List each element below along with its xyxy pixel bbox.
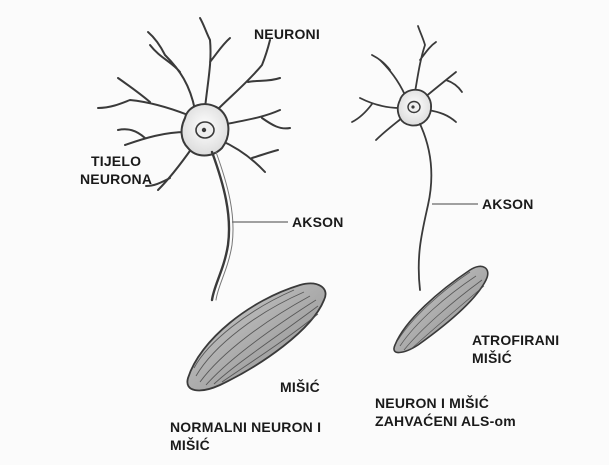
normal-caption-line2: MIŠIĆ	[170, 436, 321, 454]
normal-muscle	[187, 283, 325, 390]
atrophied-line2: MIŠIĆ	[472, 349, 559, 367]
atrophied-muscle-label: ATROFIRANI MIŠIĆ	[472, 331, 559, 367]
muscle-left-text: MIŠIĆ	[280, 378, 320, 396]
normal-neuron-axon	[212, 152, 229, 300]
axon-left-text: AKSON	[292, 213, 344, 231]
neuroni-label: NEURONI	[254, 25, 320, 43]
als-neuron-axon	[419, 124, 432, 290]
normal-caption-line1: NORMALNI NEURON I	[170, 418, 321, 436]
cell-body-line1: TIJELO	[80, 152, 152, 170]
als-neuron	[352, 26, 462, 290]
neuroni-text: NEURONI	[254, 25, 320, 43]
axon-right-text: AKSON	[482, 195, 534, 213]
als-caption-line2: ZAHVAĆENI ALS-om	[375, 412, 516, 430]
atrophied-line1: ATROFIRANI	[472, 331, 559, 349]
axon-label-right: AKSON	[482, 195, 534, 213]
als-caption: NEURON I MIŠIĆ ZAHVAĆENI ALS-om	[375, 394, 516, 430]
axon-label-left: AKSON	[292, 213, 344, 231]
als-caption-line1: NEURON I MIŠIĆ	[375, 394, 516, 412]
normal-caption: NORMALNI NEURON I MIŠIĆ	[170, 418, 321, 454]
cell-body-label: TIJELO NEURONA	[80, 152, 152, 188]
muscle-label-left: MIŠIĆ	[280, 378, 320, 396]
leader-lines	[232, 204, 478, 222]
cell-body-line2: NEURONA	[80, 170, 152, 188]
